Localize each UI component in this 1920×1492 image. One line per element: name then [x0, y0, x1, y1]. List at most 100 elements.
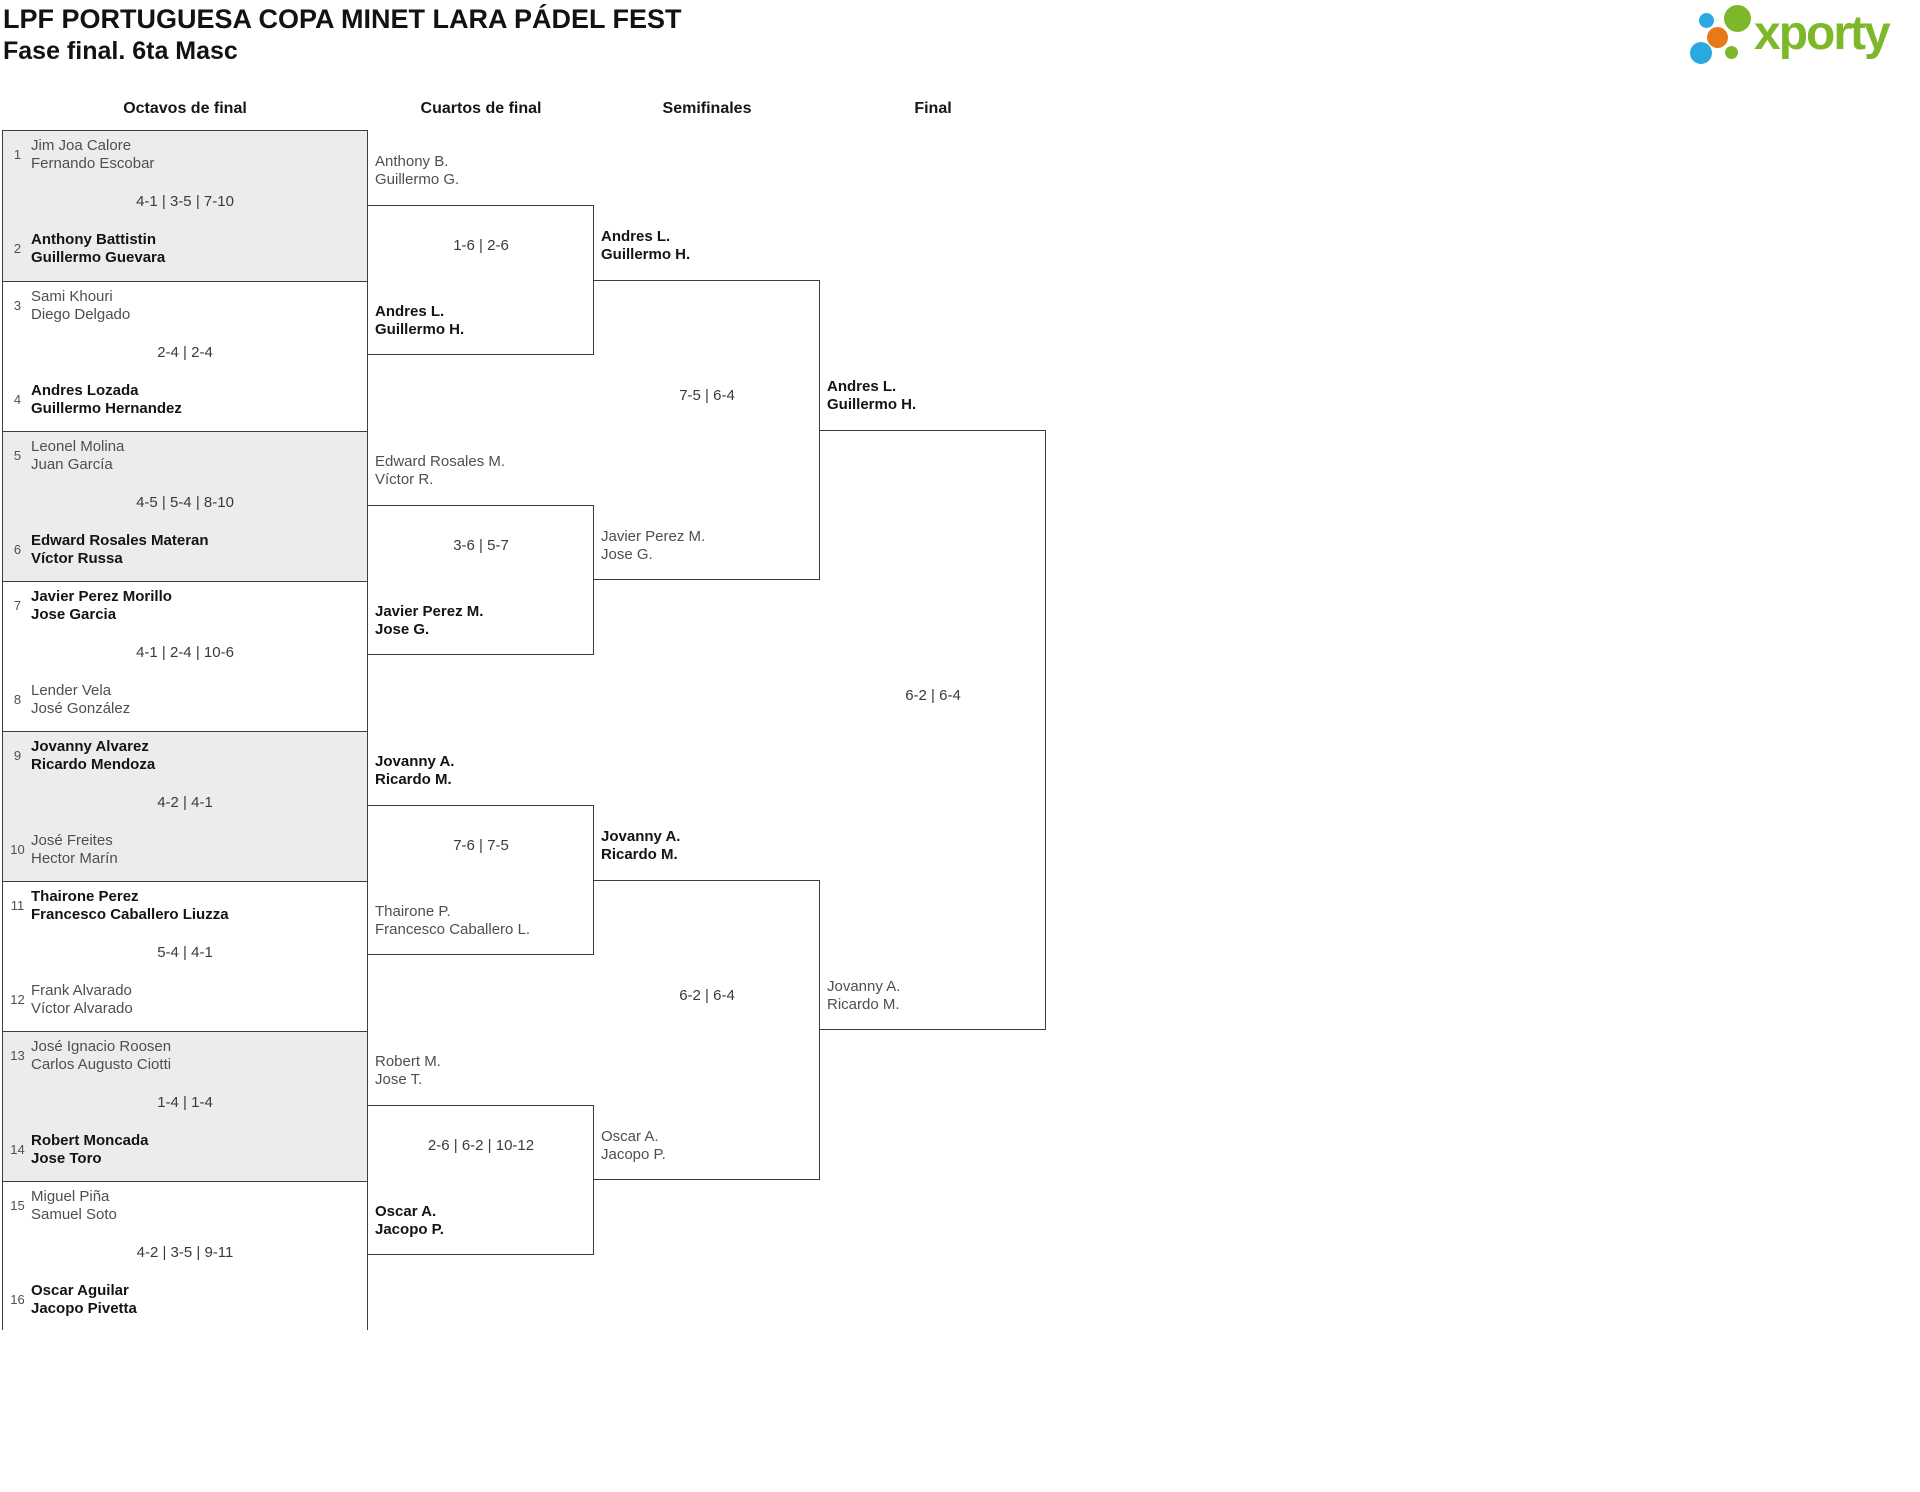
team-seed: 12: [10, 992, 25, 1007]
player-name: Anthony B.: [375, 153, 449, 170]
cuartos-match-4-box: [368, 1105, 594, 1255]
team-names: Oscar A.Jacopo P.: [601, 1128, 666, 1163]
cuartos-match-1-box: [368, 205, 594, 355]
team-names: Javier Perez M.Jose G.: [375, 603, 483, 638]
player-name: Guillermo Guevara: [31, 248, 166, 266]
player-name: Javier Perez Morillo: [31, 588, 172, 605]
team-seed: 5: [13, 448, 22, 463]
match-score: 4-2 | 3-5 | 9-11: [136, 1244, 234, 1261]
team-names: Javier Perez M.Jose G.: [601, 528, 705, 563]
player-name: Jose G.: [601, 545, 653, 563]
logo-dot-blue-medium: [1690, 42, 1712, 64]
cuartos-match-3-box: [368, 805, 594, 955]
cuartos-match-2-team-top: Edward Rosales M.Víctor R.: [375, 453, 505, 488]
player-name: Carlos Augusto Ciotti: [31, 1055, 172, 1073]
cuartos-match-3-team-bottom: Thairone P.Francesco Caballero L.: [375, 903, 530, 938]
player-name: Guillermo Hernandez: [31, 399, 182, 417]
team-seed: 7: [13, 598, 22, 613]
team-seed: 15: [10, 1198, 25, 1213]
logo-wordmark: xporty: [1754, 7, 1891, 60]
semifinal-match-2-score: 6-2 | 6-4: [679, 987, 735, 1004]
cuartos-match-2-team-bottom: Javier Perez M.Jose G.: [375, 603, 483, 638]
match-score: 4-1 | 2-4 | 10-6: [136, 644, 234, 661]
player-name: Juan García: [31, 455, 113, 473]
player-name: Thairone Perez: [31, 888, 139, 905]
column-header-final: Final: [914, 100, 952, 117]
final-match-team-bottom: Jovanny A.Ricardo M.: [827, 978, 900, 1013]
team-seed: 9: [13, 748, 22, 763]
team-seed: 13: [10, 1048, 25, 1063]
player-name: Robert Moncada: [31, 1132, 149, 1149]
player-name: Jose G.: [375, 620, 430, 638]
team-names: Andres L.Guillermo H.: [601, 228, 690, 263]
team-names: Andres L.Guillermo H.: [827, 378, 916, 413]
team-names: Anthony B.Guillermo G.: [375, 153, 459, 188]
team-names: Jovanny A.Ricardo M.: [601, 828, 680, 863]
player-name: José González: [31, 699, 131, 717]
column-header-semifinales: Semifinales: [662, 100, 752, 117]
player-name: Lender Vela: [31, 682, 112, 699]
player-name: Jovanny A.: [827, 978, 901, 995]
semifinal-match-2-team-top: Jovanny A.Ricardo M.: [601, 828, 680, 863]
match-score: 1-4 | 1-4: [157, 1094, 213, 1111]
cuartos-match-4-team-top: Robert M.Jose T.: [375, 1053, 441, 1088]
player-name: José Ignacio Roosen: [31, 1038, 172, 1055]
cuartos-match-3-team-top: Jovanny A.Ricardo M.: [375, 753, 454, 788]
player-name: Guillermo H.: [601, 245, 691, 263]
semifinal-match-2-team-bottom: Oscar A.Jacopo P.: [601, 1128, 666, 1163]
player-name: Francesco Caballero Liuzza: [31, 905, 229, 923]
player-name: Andres L.: [375, 303, 445, 320]
final-match-box: [820, 430, 1046, 1030]
team-seed: 3: [13, 298, 22, 313]
player-name: Javier Perez M.: [375, 603, 484, 620]
team-seed: 14: [10, 1142, 25, 1157]
semifinal-match-1-team-bottom: Javier Perez M.Jose G.: [601, 528, 705, 563]
team-seed: 4: [13, 392, 22, 407]
final-match-team-top: Andres L.Guillermo H.: [827, 378, 916, 413]
cuartos-match-4-score: 2-6 | 6-2 | 10-12: [427, 1137, 535, 1154]
team-names: Jovanny A.Ricardo M.: [827, 978, 900, 1013]
cuartos-match-2-box: [368, 505, 594, 655]
player-name: Jose Toro: [31, 1149, 102, 1167]
player-name: Anthony Battistin: [31, 231, 156, 248]
team-names: Robert M.Jose T.: [375, 1053, 441, 1088]
player-name: Víctor Alvarado: [31, 999, 133, 1017]
player-name: Robert M.: [375, 1053, 441, 1070]
team-seed: 2: [13, 241, 22, 256]
final-match-score: 6-2 | 6-4: [905, 687, 961, 704]
player-name: Ricardo M.: [375, 770, 452, 788]
match-score: 4-2 | 4-1: [157, 794, 213, 811]
player-name: Edward Rosales Materan: [31, 532, 209, 549]
player-name: Ricardo M.: [601, 845, 678, 863]
match-score: 2-4 | 2-4: [157, 344, 213, 361]
cuartos-match-3-score: 7-6 | 7-5: [453, 837, 509, 854]
player-name: Jacopo Pivetta: [31, 1299, 137, 1317]
player-name: Ricardo Mendoza: [31, 755, 156, 773]
